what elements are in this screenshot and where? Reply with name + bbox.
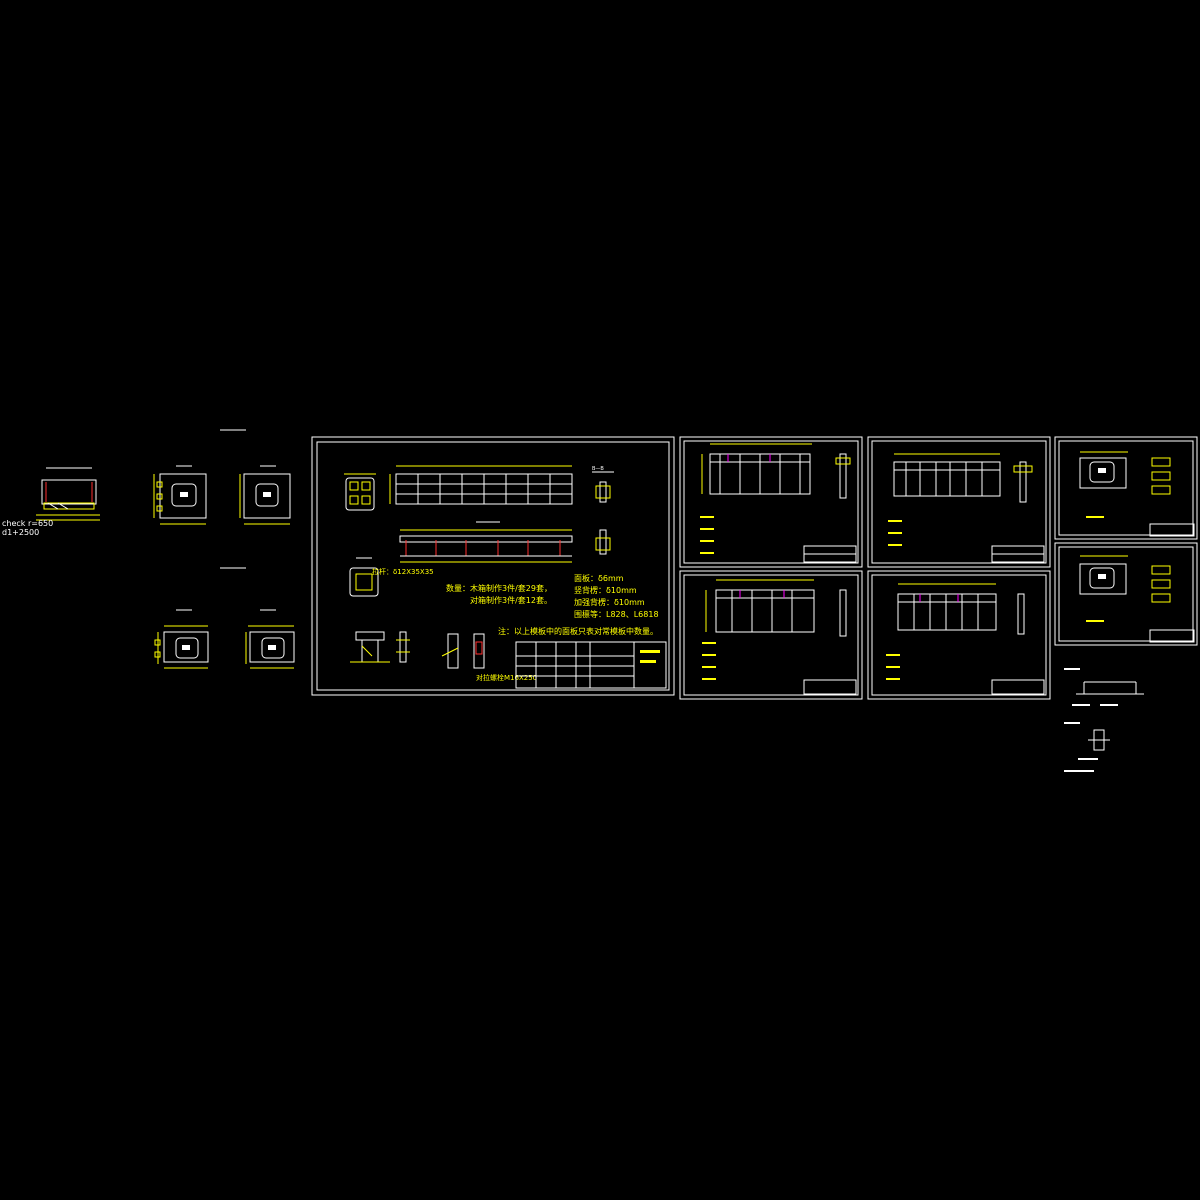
sheet-mid-1 [679, 436, 863, 568]
count-note-1: 数量：木箱制作3件/套29套， [446, 583, 552, 593]
cross-section-group-top [153, 429, 291, 525]
left-section-detail [36, 467, 100, 521]
spec-2: 竖背楞：δ10mm [574, 585, 637, 595]
bottom-note: 注：以上模板中的面板只表对常模板中数量。 [498, 626, 658, 636]
label-bolt: 对拉螺栓M16X250 [476, 673, 537, 682]
spec-4: 围檩等：L828、L6818 [574, 609, 659, 619]
spec-1: 面板：δ6mm [574, 573, 624, 583]
sheet-right-2 [1054, 542, 1198, 646]
left-note-line1: check r=650 [2, 519, 53, 528]
section-label-bb: B—B [592, 466, 604, 472]
main-drawing-sheet: B—B 拉杆：δ12X35X35 数量：木箱制作3件/套29套， 对箱制作3件/… [311, 436, 675, 696]
cross-section-group-bottom [154, 567, 295, 669]
spec-3: 加强背楞：δ10mm [574, 597, 645, 607]
sheet-mid-2 [867, 436, 1051, 568]
right-notes-details [1064, 668, 1144, 772]
sheet-mid-3 [679, 570, 863, 700]
sheet-right-1 [1054, 436, 1198, 540]
left-note-line2: d1+2500 [2, 528, 39, 537]
label-tie-rod: 拉杆：δ12X35X35 [372, 567, 434, 576]
count-note-2: 对箱制作3件/套12套。 [470, 595, 552, 605]
sheet-mid-4 [867, 570, 1051, 700]
